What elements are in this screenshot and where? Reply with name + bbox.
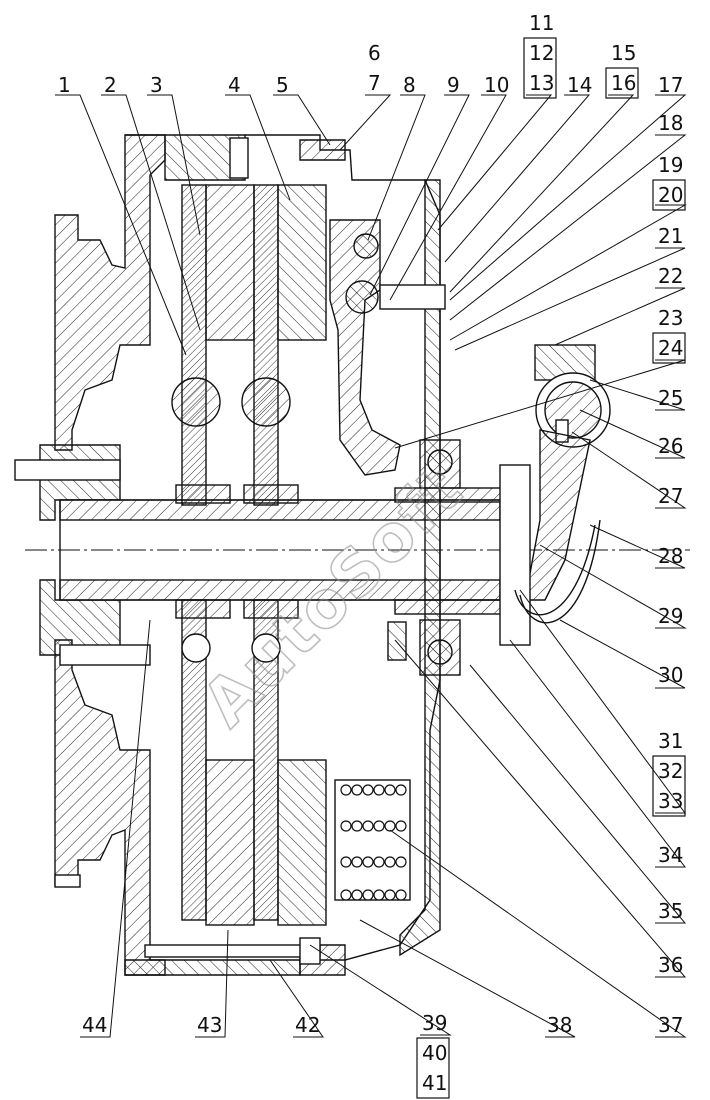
callout-14: 14	[567, 73, 592, 97]
input-shaft	[25, 499, 690, 601]
spring-coil	[351, 856, 363, 868]
callout-9: 9	[447, 73, 460, 97]
callout-21: 21	[658, 224, 683, 248]
callout-41: 41	[422, 1071, 447, 1095]
spring-coil	[340, 820, 352, 832]
spring-coil	[351, 820, 363, 832]
spring-coil	[373, 889, 385, 901]
spring-coil	[384, 889, 396, 901]
spring-coil	[373, 856, 385, 868]
callout-40: 40	[422, 1041, 447, 1065]
callout-26: 26	[658, 434, 683, 458]
spring-coil	[384, 784, 396, 796]
callout-17: 17	[658, 73, 683, 97]
spring-coil	[351, 784, 363, 796]
spring-coil	[362, 784, 374, 796]
callout-36: 36	[658, 953, 683, 977]
callout-19: 19	[658, 153, 683, 177]
spring-coil	[362, 856, 374, 868]
spring-coil	[395, 820, 407, 832]
callout-15: 15	[611, 41, 636, 65]
callout-2: 2	[104, 73, 117, 97]
callout-28: 28	[658, 544, 683, 568]
callout-3: 3	[150, 73, 163, 97]
crankshaft-flange	[14, 444, 151, 666]
callout-16: 16	[611, 71, 636, 95]
callout-20: 20	[658, 183, 683, 207]
callout-4: 4	[228, 73, 241, 97]
spring-coil	[351, 889, 363, 901]
spring-coil	[373, 820, 385, 832]
callout-5: 5	[276, 73, 289, 97]
callout-34: 34	[658, 843, 683, 867]
spring-coil	[395, 784, 407, 796]
callout-6: 6	[368, 41, 381, 65]
callout-44: 44	[82, 1013, 107, 1037]
spring-coil	[340, 856, 352, 868]
release-lever	[329, 219, 446, 476]
release-fork	[499, 344, 611, 646]
spring-coil	[362, 889, 374, 901]
callout-8: 8	[403, 73, 416, 97]
callout-10: 10	[484, 73, 509, 97]
spring-coil	[340, 889, 352, 901]
callout-labels: 1 2 3 4 5 6 7 8 9 10 11 12 13 14 15 16 1…	[58, 11, 683, 1095]
callout-12: 12	[529, 41, 554, 65]
pressure-springs	[334, 779, 411, 901]
callout-25: 25	[658, 386, 683, 410]
pressure-plate-middle	[205, 184, 255, 926]
callout-boxes	[416, 37, 686, 1099]
callout-33: 33	[658, 789, 683, 813]
spring-coil	[340, 784, 352, 796]
spring-coil	[362, 820, 374, 832]
callout-43: 43	[197, 1013, 222, 1037]
callout-35: 35	[658, 899, 683, 923]
callout-23: 23	[658, 306, 683, 330]
callout-22: 22	[658, 264, 683, 288]
leader-lines	[55, 94, 687, 1038]
spring-coil	[395, 889, 407, 901]
callout-30: 30	[658, 663, 683, 687]
callout-1: 1	[58, 73, 71, 97]
callout-7: 7	[368, 71, 381, 95]
spring-coil	[384, 856, 396, 868]
spring-coil	[395, 856, 407, 868]
spring-coil	[384, 820, 396, 832]
damper-springs	[171, 377, 299, 663]
callout-32: 32	[658, 759, 683, 783]
callout-29: 29	[658, 604, 683, 628]
callout-24: 24	[658, 336, 683, 360]
callout-42: 42	[295, 1013, 320, 1037]
callout-13: 13	[529, 71, 554, 95]
pressure-plate	[277, 184, 327, 926]
callout-11: 11	[529, 11, 554, 35]
spring-coil	[373, 784, 385, 796]
callout-31: 31	[658, 729, 683, 753]
